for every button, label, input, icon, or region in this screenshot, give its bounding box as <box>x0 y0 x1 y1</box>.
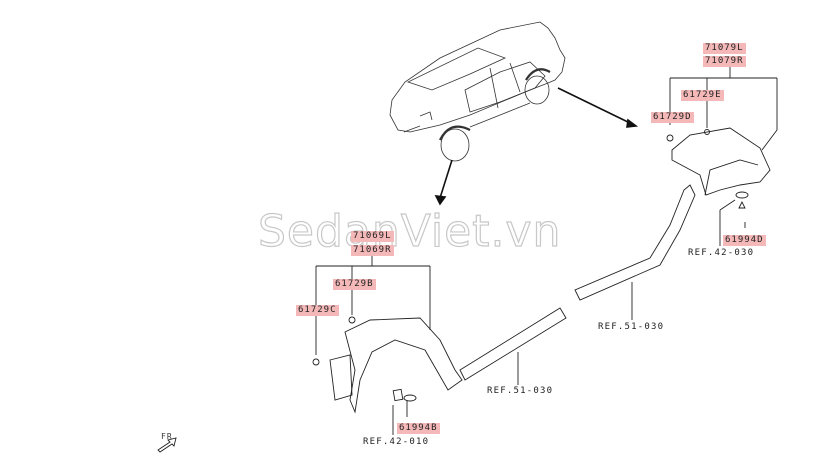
part-label-61729D[interactable]: 61729D <box>651 112 694 123</box>
front-leader-lines <box>315 256 431 435</box>
pointer-arrows <box>434 87 639 206</box>
part-label-61729C[interactable]: 61729C <box>296 305 339 316</box>
ref-label-51-030-front[interactable]: REF.51-030 <box>487 386 554 396</box>
part-label-61994D[interactable]: 61994D <box>723 235 766 246</box>
part-label-61729B[interactable]: 61729B <box>333 279 376 290</box>
part-label-61729E[interactable]: 61729E <box>681 90 724 101</box>
side-sill-front <box>459 307 567 385</box>
part-label-71069L[interactable]: 71069L <box>351 231 394 242</box>
front-wheel-arch <box>312 316 463 414</box>
rear-wheel-arch <box>666 127 771 209</box>
part-label-71079R[interactable]: 71079R <box>703 56 746 67</box>
front-direction-arrow <box>157 437 177 453</box>
front-direction-label: FR <box>161 432 173 441</box>
part-label-71069R[interactable]: 71069R <box>351 245 394 256</box>
part-label-71079L[interactable]: 71079L <box>703 43 746 54</box>
ref-label-42-030[interactable]: REF.42-030 <box>688 248 755 258</box>
part-label-61994B[interactable]: 61994B <box>397 423 440 434</box>
car-illustration <box>389 21 566 162</box>
ref-label-42-010[interactable]: REF.42-010 <box>363 437 430 447</box>
side-sill-rear <box>574 184 696 320</box>
watermark: SedanViet.vn <box>257 205 562 257</box>
ref-label-51-030-rear[interactable]: REF.51-030 <box>598 322 665 332</box>
